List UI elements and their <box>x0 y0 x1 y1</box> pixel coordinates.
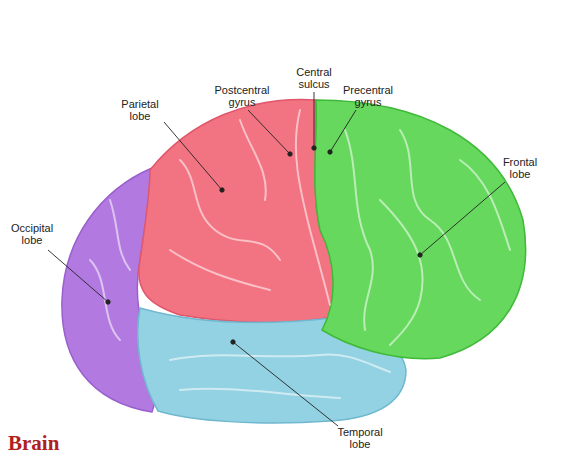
parietal-region <box>139 100 342 323</box>
part-label: Frontal lobe <box>495 156 545 180</box>
part-label: Temporal lobe <box>332 426 388 450</box>
part-label: Precentral gyrus <box>337 84 399 108</box>
frontal-region <box>315 100 526 359</box>
part-label: Occipital lobe <box>5 222 59 246</box>
part-label: Central sulcus <box>286 66 342 90</box>
diagram-title: Brain <box>8 431 59 456</box>
leader-lines <box>48 92 505 426</box>
gyri-lines <box>90 110 510 398</box>
part-label: Postcentral gyrus <box>209 84 275 108</box>
brain-lobes <box>62 100 526 423</box>
part-label: Parietal lobe <box>112 98 168 122</box>
